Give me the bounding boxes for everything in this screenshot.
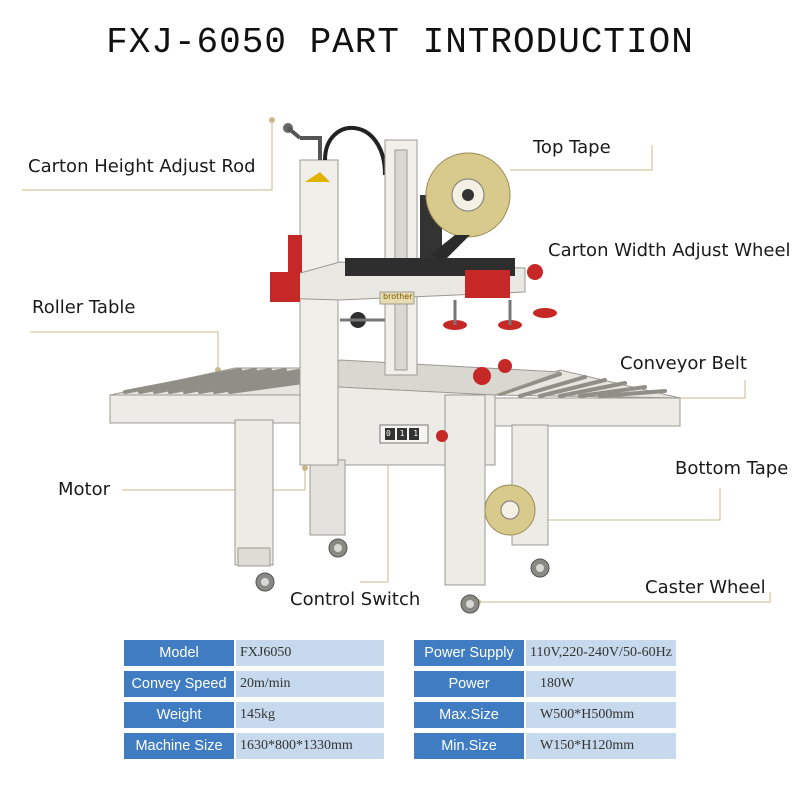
- callout-motor: Motor: [58, 479, 111, 500]
- spec-value: 20m/min: [236, 671, 384, 697]
- spec-label: Max.Size: [414, 702, 524, 728]
- spec-label: Power: [414, 671, 524, 697]
- spec-label: Min.Size: [414, 733, 524, 759]
- spec-row: Weight 145kg Max.Size W500*H500mm: [124, 702, 676, 728]
- spec-value: 180W: [526, 671, 676, 697]
- control-display: 0 1 1: [386, 429, 421, 438]
- page-title: FXJ-6050 PART INTRODUCTION: [106, 22, 694, 63]
- callout-caster-wheel: Caster Wheel: [645, 577, 766, 598]
- spec-label: Convey Speed: [124, 671, 234, 697]
- brand-plate: brother: [383, 292, 413, 301]
- callout-carton-width-adjust-wheel: Carton Width Adjust Wheel: [548, 240, 791, 261]
- spec-value: W150*H120mm: [526, 733, 676, 759]
- top-carriage: [270, 258, 557, 385]
- callout-roller-table: Roller Table: [32, 297, 136, 318]
- spec-label: Machine Size: [124, 733, 234, 759]
- right-column: [384, 139, 442, 376]
- spec-value: 1630*800*1330mm: [236, 733, 384, 759]
- spec-value: FXJ6050: [236, 640, 384, 666]
- top-tape-roll: [425, 152, 511, 260]
- spec-label: Power Supply: [414, 640, 524, 666]
- spec-row: Model FXJ6050 Power Supply 110V,220-240V…: [124, 640, 676, 666]
- spec-value: 110V,220-240V/50-60Hz: [526, 640, 676, 666]
- callout-bottom-tape: Bottom Tape: [675, 458, 789, 479]
- bottom-tape-roll: [484, 484, 536, 536]
- spec-value: W500*H500mm: [526, 702, 676, 728]
- roller-table-left: [109, 367, 306, 567]
- spec-label: Weight: [124, 702, 234, 728]
- callout-top-tape: Top Tape: [533, 137, 611, 158]
- callout-carton-height-adjust-rod: Carton Height Adjust Rod: [28, 156, 256, 177]
- left-column: [283, 123, 387, 466]
- spec-row: Convey Speed 20m/min Power 180W: [124, 671, 676, 697]
- spec-row: Machine Size 1630*800*1330mm Min.Size W1…: [124, 733, 676, 759]
- spec-value: 145kg: [236, 702, 384, 728]
- spec-label: Model: [124, 640, 234, 666]
- callout-conveyor-belt: Conveyor Belt: [620, 353, 747, 374]
- callout-control-switch: Control Switch: [290, 589, 421, 610]
- roller-table-right: [489, 369, 681, 546]
- machine-illustration: [22, 117, 771, 614]
